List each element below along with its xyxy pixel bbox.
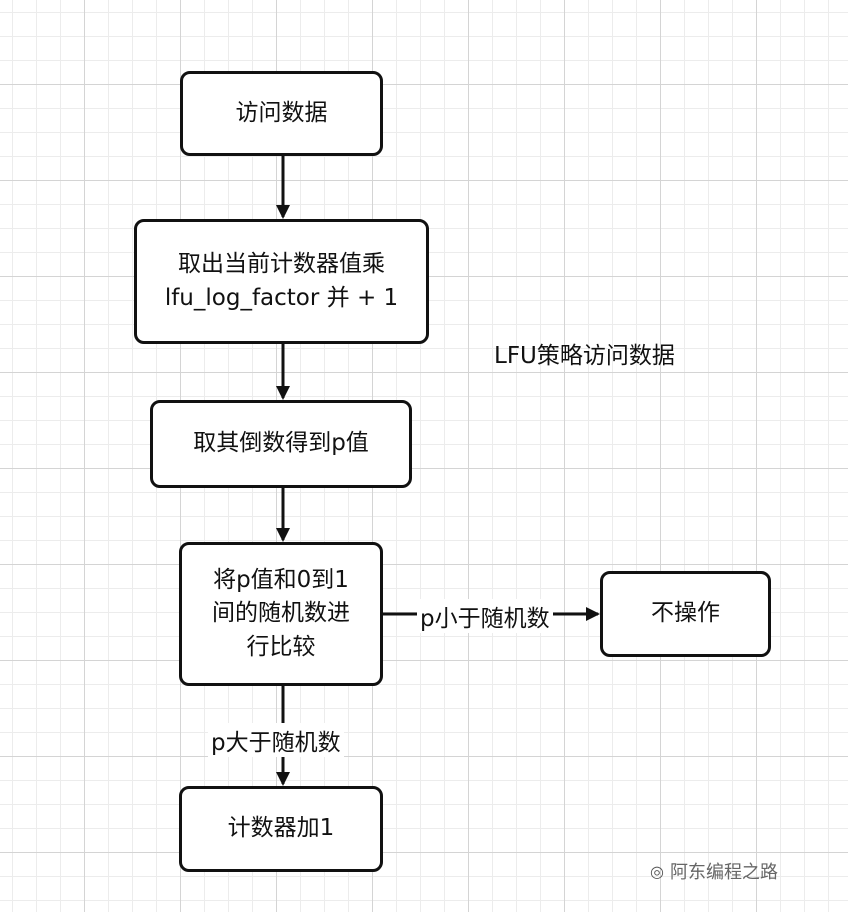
node-increment-counter: 计数器加1 xyxy=(179,786,383,872)
node-visit-data: 访问数据 xyxy=(180,71,383,156)
node-no-op: 不操作 xyxy=(600,571,771,657)
watermark-text: 阿东编程之路 xyxy=(669,862,778,883)
node-reciprocal-p: 取其倒数得到p值 xyxy=(150,400,412,488)
node-compute-counter: 取出当前计数器值乘 lfu_log_factor 并 + 1 xyxy=(134,219,429,344)
edge-label-p-less: p小于随机数 xyxy=(417,599,553,633)
watermark: ◎ 阿东编程之路 xyxy=(650,858,778,884)
diagram-title: LFU策略访问数据 xyxy=(494,343,675,369)
node-compare-random: 将p值和0到1 间的随机数进 行比较 xyxy=(179,542,383,686)
edge-label-p-greater: p大于随机数 xyxy=(208,723,344,757)
wechat-channel-icon: ◎ xyxy=(650,861,664,881)
